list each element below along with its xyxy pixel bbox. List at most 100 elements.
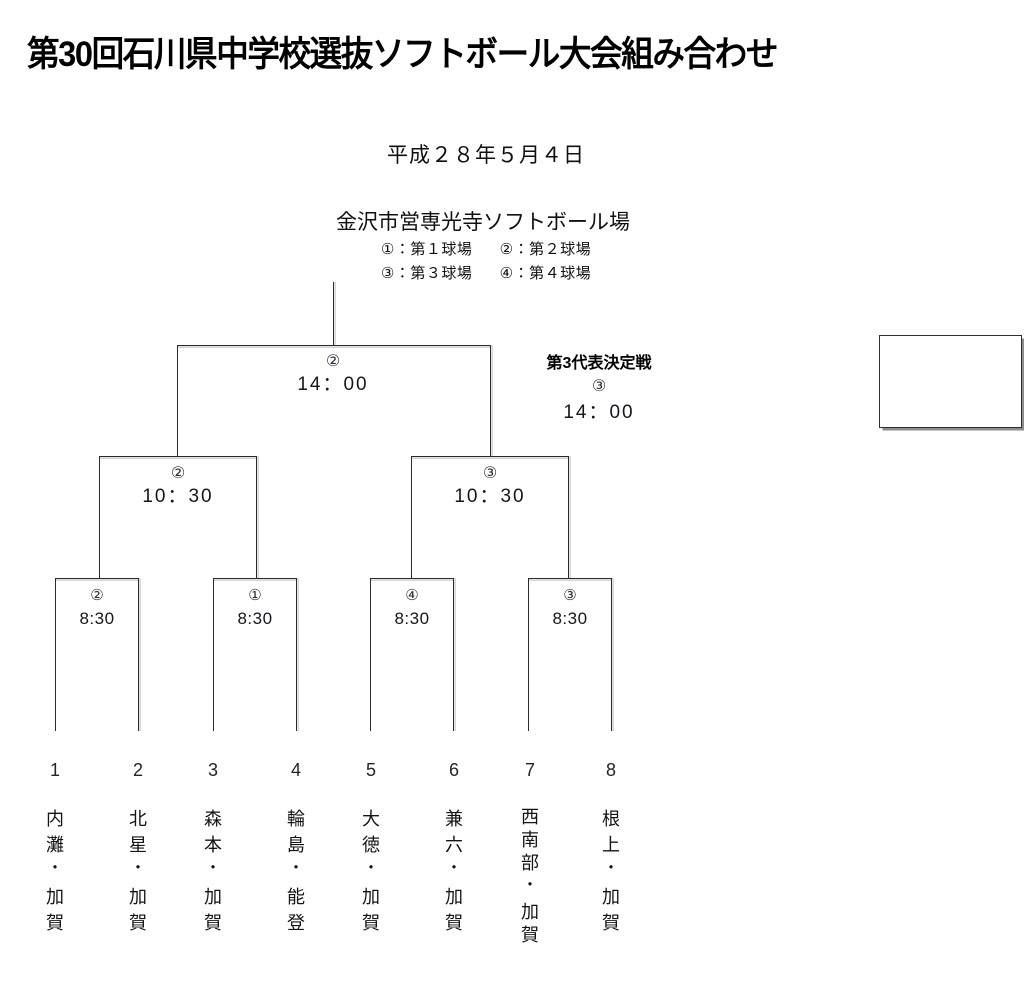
field-legend-3: ③：第３球場 bbox=[380, 265, 473, 282]
team-7-char-6: 賀 bbox=[521, 925, 539, 945]
team-name-3: 森 本 ・ 加 賀 bbox=[183, 806, 243, 936]
note-box bbox=[879, 335, 1022, 428]
team-name-8: 根 上 ・ 加 賀 bbox=[581, 806, 641, 936]
team-3-char-1: 森 bbox=[204, 809, 222, 829]
seed-number-7: 7 bbox=[524, 760, 535, 780]
team-name-4: 輪 島 ・ 能 登 bbox=[266, 806, 326, 936]
final-leg-right bbox=[490, 345, 491, 456]
venue-name: 金沢市営専光寺ソフトボール場 bbox=[336, 211, 630, 234]
field-legend-2: ②：第２球場 bbox=[499, 241, 592, 258]
team-7-char-1: 西 bbox=[521, 807, 539, 827]
quarterfinal-3-leg-right bbox=[453, 578, 454, 731]
final-leg-left bbox=[177, 345, 178, 456]
team-4-char-5: 登 bbox=[287, 913, 305, 933]
field-legend-4: ④：第４球場 bbox=[499, 265, 592, 282]
team-6-char-1: 兼 bbox=[445, 809, 463, 829]
event-date: 平成２８年５月４日 bbox=[387, 144, 585, 167]
team-7-char-5: 加 bbox=[521, 902, 539, 922]
team-7-separator: ・ bbox=[521, 877, 538, 894]
seed-number-8: 8 bbox=[605, 760, 616, 780]
team-7-char-2: 南 bbox=[521, 830, 539, 850]
quarterfinal-4-leg-right bbox=[611, 578, 612, 731]
team-6-char-2: 六 bbox=[445, 835, 463, 855]
page-title: 第30回石川県中学校選抜ソフトボール大会組み合わせ bbox=[27, 35, 778, 74]
match-quarterfinal-1-field: ② bbox=[90, 587, 104, 604]
third-place-field: ③ bbox=[591, 378, 607, 395]
team-5-char-2: 徳 bbox=[362, 835, 380, 855]
team-8-char-2: 上 bbox=[602, 835, 620, 855]
third-place-match: 第3代表決定戦 ③ 14：00 bbox=[509, 353, 689, 427]
field-legend-row-1: ①：第１球場 ②：第２球場 bbox=[0, 238, 998, 259]
team-4-char-2: 島 bbox=[287, 835, 305, 855]
team-5-char-1: 大 bbox=[362, 809, 380, 829]
team-2-char-5: 賀 bbox=[129, 913, 147, 933]
match-quarterfinal-3-field: ④ bbox=[405, 587, 419, 604]
match-quarterfinal-4-time: 8:30 bbox=[552, 609, 588, 628]
quarterfinal-2-leg-left bbox=[213, 578, 214, 731]
final-horizontal-bar bbox=[177, 345, 490, 346]
quarterfinal-2-horizontal-bar bbox=[213, 578, 296, 579]
match-quarterfinal-2: ① 8:30 bbox=[175, 586, 335, 632]
team-4-char-4: 能 bbox=[287, 887, 305, 907]
team-8-char-4: 加 bbox=[602, 887, 620, 907]
team-8-char-5: 賀 bbox=[602, 913, 620, 933]
match-semifinal-2-field: ③ bbox=[482, 465, 498, 482]
match-quarterfinal-2-field: ① bbox=[248, 587, 262, 604]
semifinal-right-horizontal-bar bbox=[411, 456, 568, 457]
team-6-char-5: 賀 bbox=[445, 913, 463, 933]
team-5-separator: ・ bbox=[362, 860, 379, 877]
semifinal-right-leg-left bbox=[411, 456, 412, 578]
team-3-char-5: 賀 bbox=[204, 913, 222, 933]
team-name-5: 大 徳 ・ 加 賀 bbox=[341, 806, 401, 936]
match-quarterfinal-4: ③ 8:30 bbox=[490, 586, 650, 632]
quarterfinal-2-leg-right bbox=[296, 578, 297, 731]
team-2-separator: ・ bbox=[129, 860, 146, 877]
team-1-char-5: 賀 bbox=[46, 913, 64, 933]
team-1-char-2: 灘 bbox=[46, 835, 64, 855]
team-1-separator: ・ bbox=[46, 860, 63, 877]
seed-number-3: 3 bbox=[207, 760, 218, 780]
match-quarterfinal-3: ④ 8:30 bbox=[332, 586, 492, 632]
match-quarterfinal-4-field: ③ bbox=[563, 587, 577, 604]
match-quarterfinal-3-time: 8:30 bbox=[394, 609, 430, 628]
team-1-char-4: 加 bbox=[46, 887, 64, 907]
match-semifinal-1-field: ② bbox=[170, 465, 186, 482]
team-2-char-1: 北 bbox=[129, 809, 147, 829]
seed-number-4: 4 bbox=[290, 760, 301, 780]
team-3-char-4: 加 bbox=[204, 887, 222, 907]
team-name-7: 西 南 部 ・ 加 賀 bbox=[500, 806, 560, 947]
seed-number-1: 1 bbox=[49, 760, 60, 780]
team-3-separator: ・ bbox=[204, 860, 221, 877]
match-final-field: ② bbox=[325, 353, 341, 370]
match-quarterfinal-2-time: 8:30 bbox=[237, 609, 273, 628]
quarterfinal-1-horizontal-bar bbox=[55, 578, 138, 579]
team-name-1: 内 灘 ・ 加 賀 bbox=[25, 806, 85, 936]
field-legend-1: ①：第１球場 bbox=[380, 241, 473, 258]
quarterfinal-3-horizontal-bar bbox=[370, 578, 453, 579]
match-quarterfinal-1-time: 8:30 bbox=[79, 609, 115, 628]
team-2-char-2: 星 bbox=[129, 835, 147, 855]
semifinal-left-horizontal-bar bbox=[99, 456, 256, 457]
field-legend-row-2: ③：第３球場 ④：第４球場 bbox=[0, 262, 998, 283]
team-8-char-1: 根 bbox=[602, 809, 620, 829]
team-6-char-4: 加 bbox=[445, 887, 463, 907]
team-3-char-2: 本 bbox=[204, 835, 222, 855]
semifinal-left-leg-right bbox=[256, 456, 257, 578]
team-4-char-1: 輪 bbox=[287, 809, 305, 829]
semifinal-left-leg-left bbox=[99, 456, 100, 578]
quarterfinal-4-horizontal-bar bbox=[528, 578, 611, 579]
match-final-time: 14：00 bbox=[297, 374, 369, 395]
match-semifinal-2-time: 10：30 bbox=[454, 486, 526, 507]
team-4-separator: ・ bbox=[287, 860, 304, 877]
quarterfinal-1-leg-right bbox=[138, 578, 139, 731]
match-semifinal-1: ② 10：30 bbox=[98, 464, 258, 510]
seed-number-6: 6 bbox=[448, 760, 459, 780]
team-name-6: 兼 六 ・ 加 賀 bbox=[424, 806, 484, 936]
seed-number-5: 5 bbox=[365, 760, 376, 780]
quarterfinal-4-leg-left bbox=[528, 578, 529, 731]
match-semifinal-1-time: 10：30 bbox=[142, 486, 214, 507]
team-2-char-4: 加 bbox=[129, 887, 147, 907]
team-7-char-3: 部 bbox=[521, 853, 539, 873]
team-5-char-5: 賀 bbox=[362, 913, 380, 933]
